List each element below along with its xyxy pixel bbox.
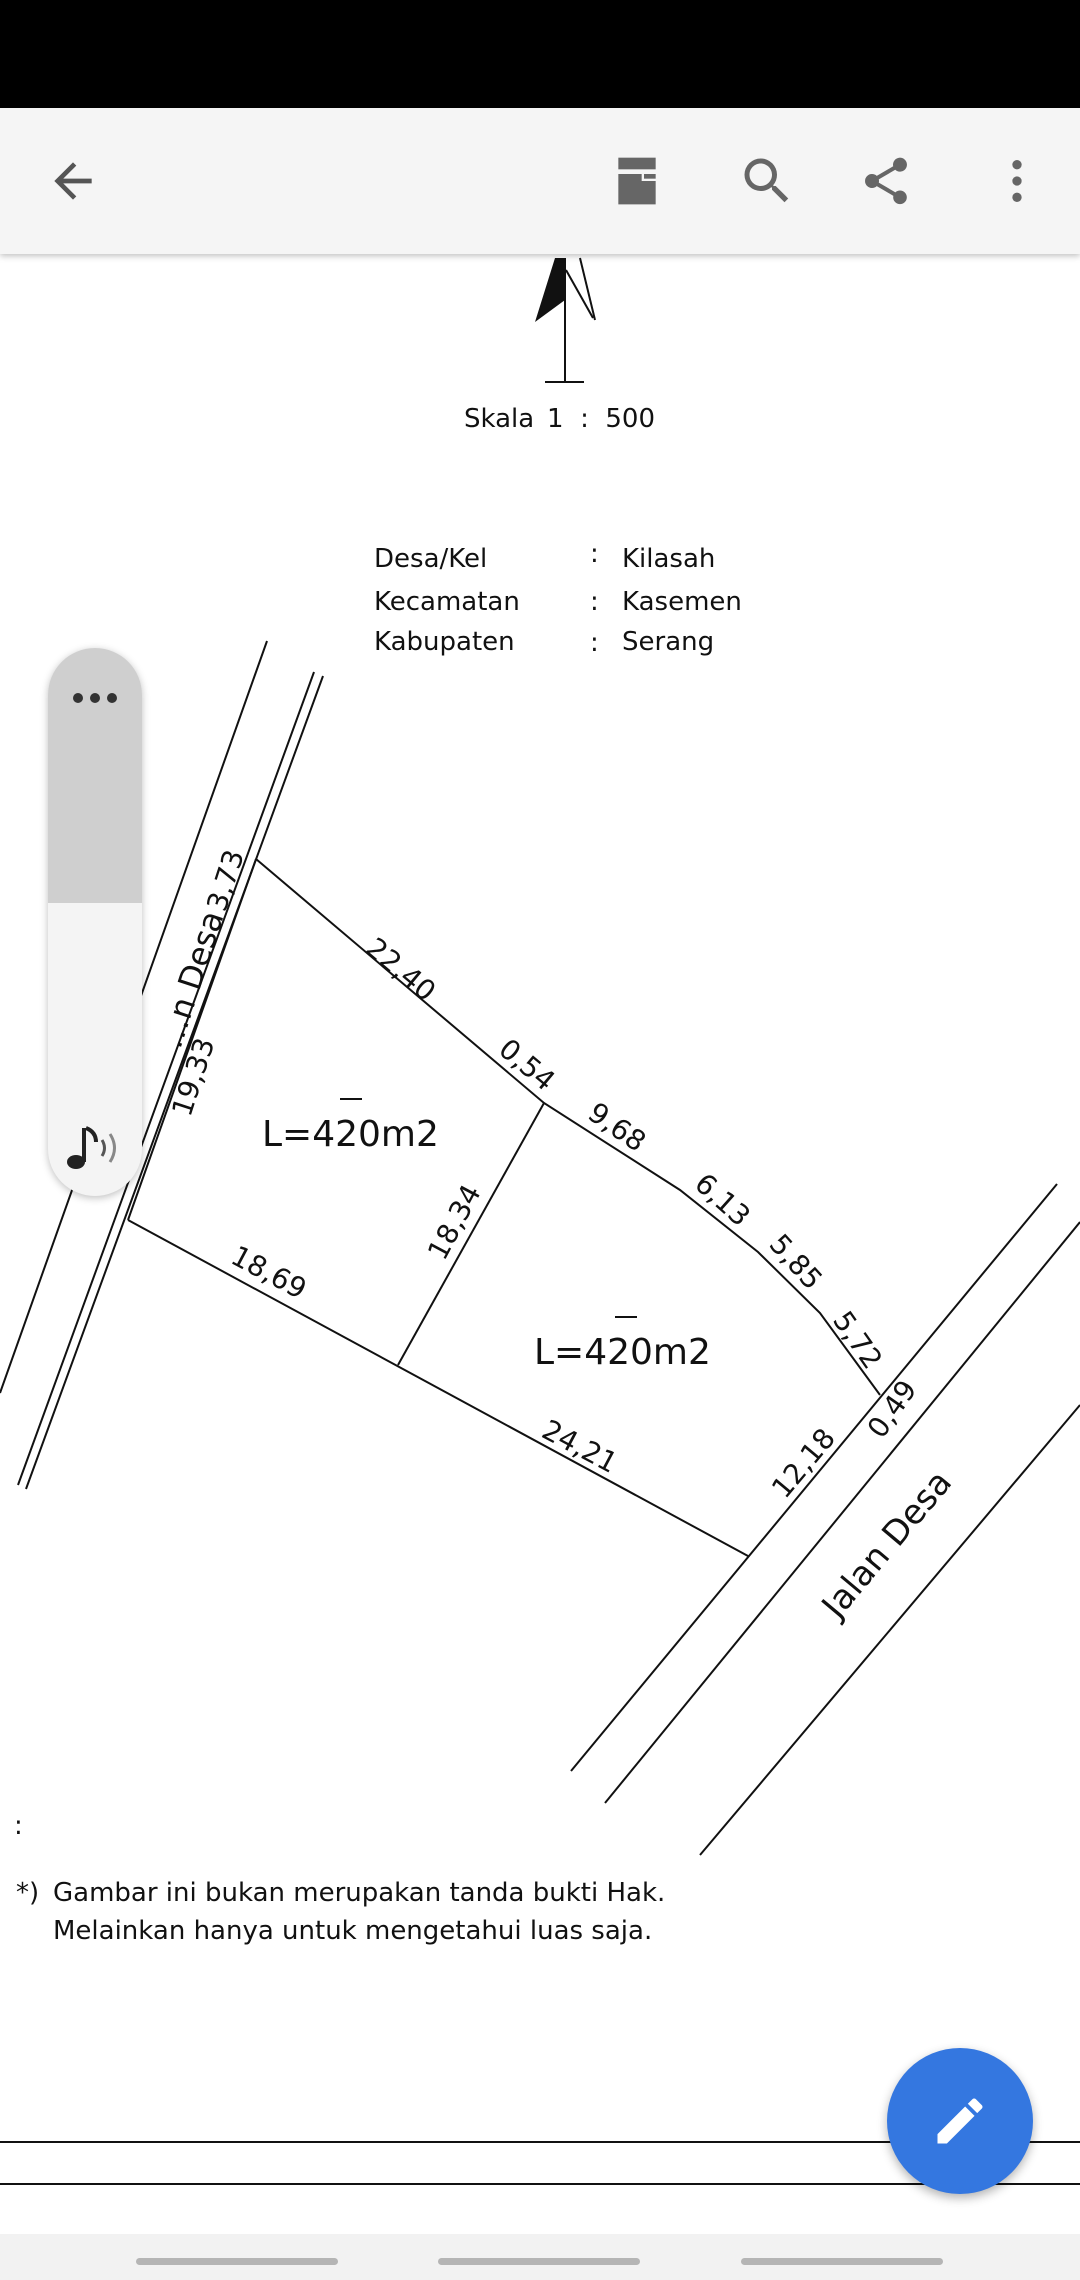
document-view[interactable]: Skala 1 : 500 Desa/Kel : Kilasah Kecamat… [0,254,1080,2234]
measure-right-top-4: 5,72 [826,1305,889,1375]
footnote-mark: *) [16,1878,39,1908]
north-arrow-icon [535,257,596,383]
app-bar [0,108,1080,254]
footnote-colon: : [14,1811,23,1841]
page-layout-button[interactable] [587,131,687,231]
info-sep-kecamatan: : [590,587,599,617]
search-icon [744,158,789,203]
plot-area-2: L=420m2 [534,1332,711,1373]
panel-menu-button[interactable] [70,690,120,710]
back-button[interactable] [23,131,123,231]
nav-pill-right[interactable] [741,2258,943,2265]
parcel-boundaries [127,858,881,1557]
panel-slider-area[interactable] [48,648,142,903]
footnote-line-2: Melainkan hanya untuk mengetahui luas sa… [53,1916,652,1946]
measure-top-left: 3,73 [200,846,251,915]
share-button[interactable] [836,131,936,231]
info-label-kecamatan: Kecamatan [374,587,520,617]
search-button[interactable] [717,131,817,231]
more-vert-icon [1012,160,1022,202]
info-value-desa: Kilasah [622,544,715,574]
edit-pencil-icon [937,2098,983,2144]
right-road-lines [570,1183,1080,1856]
nav-pill-left[interactable] [136,2258,338,2265]
share-icon [865,157,907,205]
music-note-volume-icon [67,1126,116,1169]
scale-value: 1 : 500 [547,404,655,434]
info-value-kecamatan: Kasemen [622,587,742,617]
footnote-line-1: Gambar ini bukan merupakan tanda bukti H… [53,1878,665,1908]
plot-area-1: L=420m2 [262,1114,439,1155]
measure-right-side: 12,18 [765,1422,842,1505]
measure-top-edge: 22,40 [360,931,443,1008]
measure-bottom-right: 24,21 [537,1413,623,1480]
more-horiz-icon [73,693,117,703]
floating-audio-panel[interactable] [48,648,142,1196]
status-bar [0,0,1080,108]
panel-audio-button[interactable] [64,1122,126,1176]
measure-right-top-3: 5,85 [763,1228,829,1296]
road-label-right: Jalan Desa [813,1463,960,1627]
info-label-desa: Desa/Kel [374,544,487,574]
land-plot-drawing: Skala 1 : 500 Desa/Kel : Kilasah Kecamat… [0,257,1080,2185]
page-layout-icon [618,157,656,205]
back-arrow-icon [54,162,92,200]
road-label-left: ...n Desa [151,906,231,1052]
info-value-kabupaten: Serang [622,627,714,657]
nav-pill-center[interactable] [438,2258,640,2265]
edit-fab-button[interactable] [887,2048,1033,2194]
more-options-button[interactable] [967,131,1067,231]
info-label-kabupaten: Kabupaten [374,627,515,657]
scale-label: Skala [464,404,534,434]
info-sep-desa: : [590,539,599,569]
info-sep-kabupaten: : [590,628,599,658]
system-nav-bar [0,2234,1080,2280]
